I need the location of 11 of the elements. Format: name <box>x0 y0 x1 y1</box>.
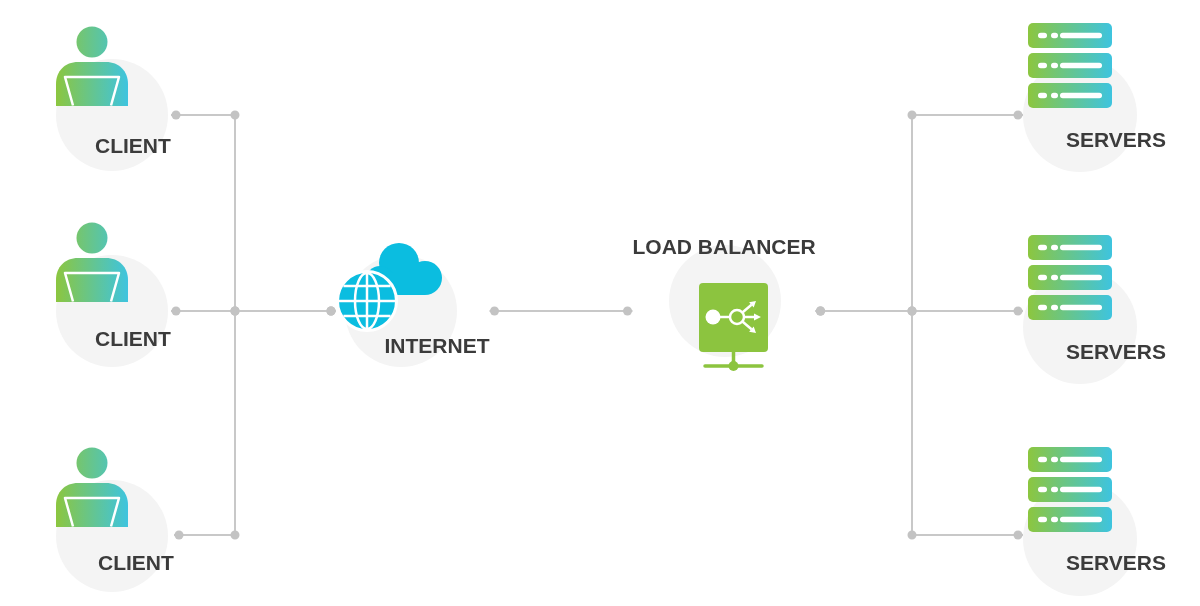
node-label: INTERNET <box>384 333 490 357</box>
node-label: CLIENT <box>95 133 171 157</box>
node-label: LOAD BALANCER <box>632 234 816 258</box>
node-label: CLIENT <box>98 550 174 574</box>
connector-line <box>173 306 337 540</box>
node-label: SERVERS <box>1066 127 1166 151</box>
connector-line <box>814 306 1024 540</box>
connector-line <box>488 306 634 316</box>
node-label: SERVERS <box>1066 550 1166 574</box>
node-label: SERVERS <box>1066 339 1166 363</box>
node-label: CLIENT <box>95 326 171 350</box>
